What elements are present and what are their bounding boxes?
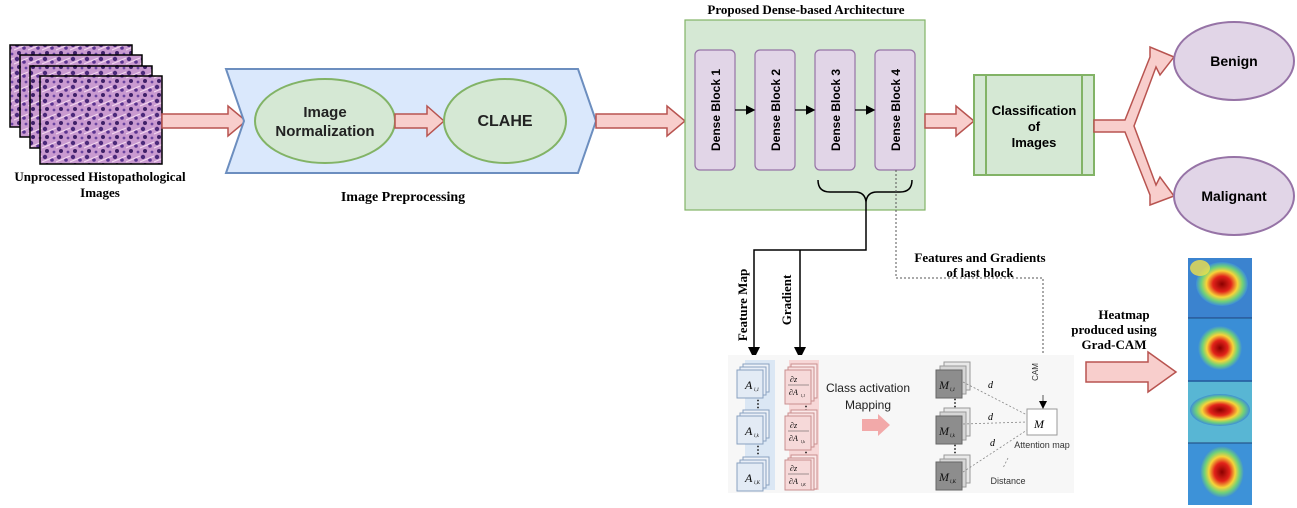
malignant-node	[1173, 156, 1295, 236]
feature-map-2-symbol: A	[744, 424, 753, 438]
flow-arrow-normalization-clahe	[394, 104, 446, 138]
gradcam-heatmap-strip	[1188, 258, 1252, 505]
distance-2-symbol: d	[988, 412, 994, 423]
gradient-label: Gradient	[779, 274, 794, 325]
cam-panel	[728, 355, 1074, 493]
flow-arrow-input	[161, 104, 248, 138]
gradient-3-numerator: ∂z	[790, 464, 798, 473]
m-map-3-sub: l,K	[950, 480, 957, 485]
gradient-3-denominator: ∂A	[789, 477, 798, 486]
brace-connector	[748, 202, 867, 359]
gradient-1-denominator: ∂A	[789, 388, 798, 397]
dense-block-1-label: Dense Block 1	[709, 69, 723, 151]
architecture-title: Proposed Dense-based Architecture	[707, 2, 904, 17]
m-map-2-symbol: M	[938, 424, 950, 438]
dense-block-2-label: Dense Block 2	[769, 69, 783, 151]
gradient-1-numerator: ∂z	[790, 375, 798, 384]
benign-label: Benign	[1210, 53, 1257, 69]
classification-box	[973, 74, 1095, 176]
feature-map-label: Feature Map	[735, 269, 750, 341]
gradient-2-sub: l,k	[801, 439, 805, 445]
flow-arrow-architecture	[924, 104, 976, 138]
normalization-label-line2: Normalization	[275, 123, 374, 140]
m-map-2-sub: l,k	[950, 434, 956, 439]
distance-line-3	[962, 429, 1028, 473]
heatmap-label-line3: Grad-CAM	[1082, 337, 1147, 352]
heatmap-label-line2: produced using	[1071, 322, 1157, 337]
preprocessing-label: Image Preprocessing	[341, 190, 465, 205]
feature-map-stack: A l,1 ⋮ A l,k ⋮ A l,K	[736, 360, 775, 492]
heatmap-label-line1: Heatmap	[1098, 307, 1149, 322]
heatmap-arrow	[1085, 350, 1178, 394]
clahe-node	[443, 78, 567, 164]
distance-label: Distance	[990, 476, 1025, 486]
classification-line1: Classification	[992, 103, 1077, 118]
m-map-stack: M l,1 ⋮ M l,k ⋮ M l,K	[935, 361, 971, 491]
malignant-label: Malignant	[1201, 188, 1267, 204]
distance-3-symbol: d	[990, 438, 996, 449]
feature-map-3-symbol: A	[744, 471, 753, 485]
normalization-node	[254, 78, 396, 164]
cam-label-line2: Mapping	[845, 398, 891, 412]
distance-1-symbol: d	[988, 380, 994, 391]
features-gradients-dotted-connector	[895, 170, 1044, 405]
fork-arrow	[1093, 45, 1176, 207]
feature-map-3-sub: l,K	[754, 481, 761, 486]
feature-map-2-sub: l,k	[754, 434, 760, 439]
gradient-2-numerator: ∂z	[790, 421, 798, 430]
gradient-2-denominator: ∂A	[789, 434, 798, 443]
distance-line-2	[962, 421, 1028, 425]
flow-arrow-preprocessing	[595, 104, 687, 138]
m-map-1-sub: l,1	[950, 388, 955, 393]
m-map-1-symbol: M	[938, 378, 950, 392]
cam-small-arrow	[862, 414, 890, 436]
histopathology-image-stack	[9, 44, 163, 165]
distance-line-1	[962, 381, 1028, 416]
feature-map-1-sub: l,1	[754, 388, 759, 393]
classification-line2: of	[1028, 119, 1041, 134]
m-map-3-symbol: M	[938, 470, 950, 484]
dense-block-3-label: Dense Block 3	[829, 69, 843, 151]
input-caption-line2: Images	[80, 185, 120, 200]
input-caption-line1: Unprocessed Histopathological	[14, 169, 186, 184]
gradient-1-sub: l,1	[801, 393, 805, 399]
distance-pointer	[1002, 457, 1009, 469]
m-map-ellipsis-2: ⋮	[950, 444, 960, 455]
gradient-stack: ∂z ∂A l,1 ⋮ ∂z ∂A l,k ⋮ ∂z ∂A l,K	[784, 360, 819, 491]
attention-map-label: Attention map	[1014, 440, 1070, 450]
cam-tag: CAM	[1031, 363, 1040, 381]
feature-map-ellipsis-1: ⋮	[753, 399, 763, 410]
benign-node	[1173, 21, 1295, 101]
features-gradients-line1: Features and Gradients	[914, 250, 1045, 265]
dense-block-4-label: Dense Block 4	[889, 69, 903, 151]
feature-map-1-symbol: A	[744, 378, 753, 392]
feature-map-ellipsis-2: ⋮	[753, 445, 763, 456]
gradient-3-sub: l,K	[801, 482, 806, 488]
features-gradients-line2: of last block	[946, 265, 1014, 280]
normalization-label-line1: Image	[303, 104, 346, 121]
dense-blocks: Dense Block 1 Dense Block 2 Dense Block …	[694, 49, 916, 171]
attention-map-symbol: M	[1033, 417, 1045, 431]
classification-line3: Images	[1012, 135, 1057, 150]
clahe-label: CLAHE	[477, 113, 532, 130]
m-map-ellipsis-1: ⋮	[950, 398, 960, 409]
cam-label-line1: Class activation	[826, 381, 910, 395]
